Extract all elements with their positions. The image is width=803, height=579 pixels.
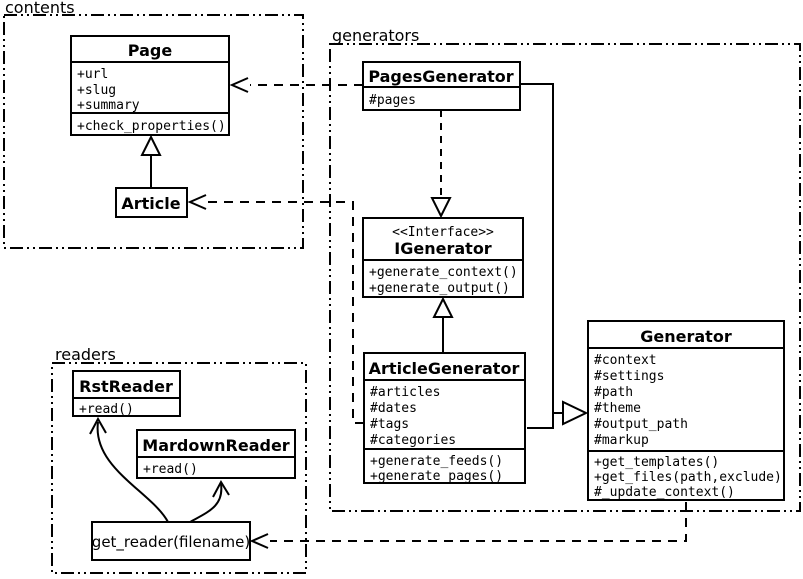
class-page-method: +check_properties() bbox=[77, 119, 226, 134]
package-readers-label: readers bbox=[55, 345, 116, 364]
class-articlegenerator-attr: #articles bbox=[370, 385, 440, 400]
class-igenerator-method: +generate_context() bbox=[369, 265, 518, 280]
class-generator-method: +get_files(path,exclude) bbox=[594, 470, 782, 485]
package-generators-label: generators bbox=[332, 26, 419, 45]
class-articlegenerator-box bbox=[363, 352, 526, 484]
open-arrowhead-icon bbox=[249, 533, 269, 549]
hollow-triangle-icon bbox=[140, 134, 162, 156]
class-igenerator-method: +generate_output() bbox=[369, 281, 510, 296]
package-generators: generators bbox=[329, 26, 801, 512]
class-article-box bbox=[115, 187, 188, 218]
class-rstreader-method: +read() bbox=[79, 402, 134, 417]
open-arrowhead-icon bbox=[187, 194, 207, 210]
class-page-box bbox=[70, 35, 230, 136]
class-pagesgenerator: PagesGenerator #pages bbox=[362, 61, 521, 111]
dependency-articlegenerator-to-article bbox=[187, 194, 364, 424]
class-article: Article bbox=[115, 187, 188, 218]
node-getreader: get_reader(filename) bbox=[91, 521, 251, 561]
class-articlegenerator: ArticleGenerator #articles #dates #tags … bbox=[363, 352, 526, 484]
open-arrowhead-icon bbox=[212, 479, 230, 498]
class-page: Page +url +slug +summary +check_properti… bbox=[70, 35, 230, 136]
class-generator-attr: #path bbox=[594, 385, 633, 400]
node-getreader-label: get_reader(filename) bbox=[92, 533, 250, 552]
class-page-attr: +url bbox=[77, 67, 108, 82]
class-igenerator: <<Interface>> IGenerator +generate_conte… bbox=[362, 217, 524, 298]
class-markdownreader: MardownReader +read() bbox=[136, 429, 296, 479]
class-articlegenerator-attr: #dates bbox=[370, 401, 417, 416]
class-articlegenerator-method: +generate_pages() bbox=[370, 469, 503, 484]
class-rstreader: RstReader +read() bbox=[72, 370, 181, 417]
class-generator-attr: #output_path bbox=[594, 417, 688, 432]
class-igenerator-name: IGenerator bbox=[394, 239, 492, 258]
hollow-triangle-icon bbox=[432, 296, 454, 318]
open-arrowhead-icon bbox=[89, 416, 107, 435]
class-markdownreader-box bbox=[136, 429, 296, 479]
class-generator-attr: #theme bbox=[594, 401, 641, 416]
inheritance-articlegenerator-to-igenerator bbox=[432, 296, 454, 353]
class-generator-attr: #markup bbox=[594, 433, 649, 448]
package-readers-border bbox=[51, 362, 307, 574]
class-articlegenerator-attr: #tags bbox=[370, 417, 409, 432]
class-generator-box bbox=[587, 320, 785, 501]
hollow-triangle-icon bbox=[562, 400, 589, 426]
class-generator-attr: #settings bbox=[594, 369, 664, 384]
class-igenerator-box bbox=[362, 217, 524, 298]
open-arrowhead-icon bbox=[229, 77, 249, 93]
package-contents-border bbox=[3, 14, 304, 249]
class-page-attr: +summary bbox=[77, 98, 140, 113]
class-articlegenerator-method: +generate_feeds() bbox=[370, 454, 503, 469]
inheritance-article-to-page bbox=[140, 134, 162, 188]
dependency-generator-to-getreader bbox=[249, 502, 687, 549]
class-markdownreader-method: +read() bbox=[143, 462, 198, 477]
class-igenerator-stereotype: <<Interface>> bbox=[392, 225, 494, 240]
class-pagesgenerator-name: PagesGenerator bbox=[368, 67, 513, 86]
edge-getreader-to-rstreader bbox=[89, 416, 169, 523]
class-rstreader-box bbox=[72, 370, 181, 417]
inheritance-generators-to-generator bbox=[519, 83, 589, 429]
realization-pagesgenerator-to-igenerator bbox=[430, 110, 452, 219]
class-page-attr: +slug bbox=[77, 83, 116, 98]
class-generator-name: Generator bbox=[640, 327, 732, 346]
class-rstreader-name: RstReader bbox=[79, 377, 173, 396]
class-page-name: Page bbox=[128, 41, 173, 60]
class-generator-method: #_update_context() bbox=[594, 485, 735, 500]
package-generators-border bbox=[329, 43, 801, 512]
class-markdownreader-name: MardownReader bbox=[142, 436, 290, 455]
class-articlegenerator-attr: #categories bbox=[370, 433, 456, 448]
class-generator: Generator #context #settings #path #them… bbox=[587, 320, 785, 501]
edge-getreader-to-markdownreader bbox=[189, 479, 230, 523]
class-generator-method: +get_templates() bbox=[594, 455, 719, 470]
package-contents-label: contents bbox=[5, 0, 75, 17]
hollow-triangle-icon bbox=[430, 197, 452, 219]
package-contents: contents bbox=[3, 0, 304, 249]
class-articlegenerator-name: ArticleGenerator bbox=[369, 359, 520, 378]
node-getreader-box bbox=[91, 521, 251, 561]
class-article-name: Article bbox=[121, 194, 180, 213]
class-generator-attr: #context bbox=[594, 353, 657, 368]
class-pagesgenerator-attr: #pages bbox=[369, 93, 416, 108]
dependency-pagesgenerator-to-page bbox=[229, 77, 363, 93]
package-readers: readers bbox=[51, 345, 307, 574]
